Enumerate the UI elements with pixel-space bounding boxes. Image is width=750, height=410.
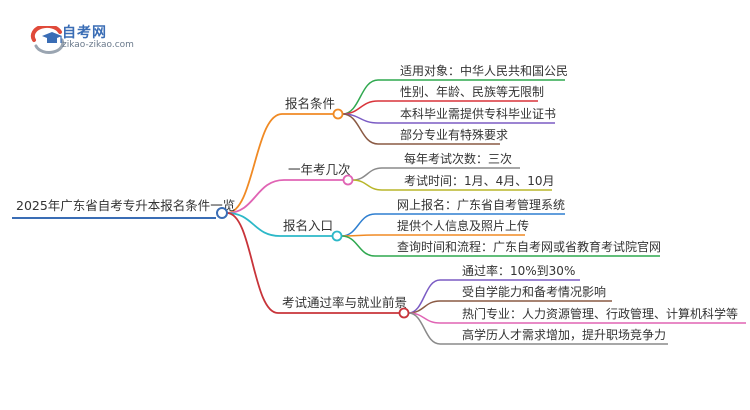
leaf-connector xyxy=(342,79,379,115)
leaf-label: 查询时间和流程：广东自考网或省教育考试院官网 xyxy=(397,239,661,254)
branch-label: 考试通过率与就业前景 xyxy=(282,295,407,310)
leaf-label: 受自学能力和备考情况影响 xyxy=(462,284,606,299)
leaf-label: 性别、年龄、民族等无限制 xyxy=(400,85,544,99)
leaf-connector xyxy=(341,235,376,257)
branch-label: 一年考几次 xyxy=(288,162,351,177)
branch-connector xyxy=(226,179,285,214)
leaf-label: 适用对象：中华人民共和国公民 xyxy=(400,63,568,78)
branch-node-toggle[interactable] xyxy=(332,108,344,120)
root-node-toggle[interactable] xyxy=(216,207,228,219)
branch-node-toggle[interactable] xyxy=(342,174,354,186)
leaf-label: 提供个人信息及照片上传 xyxy=(397,218,529,233)
leaf-label: 网上报名：广东省自考管理系统 xyxy=(397,197,565,212)
branch-node-toggle[interactable] xyxy=(331,230,343,242)
leaf-label: 考试时间：1月、4月、10月 xyxy=(404,173,555,188)
leaf-label: 热门专业：人力资源管理、行政管理、计算机科学等 xyxy=(462,306,738,321)
leaf-label: 每年考试次数：三次 xyxy=(404,151,512,166)
leaf-connector xyxy=(408,312,441,345)
logo-url: zikao-zikao.com xyxy=(62,40,134,50)
leaf-label: 通过率：10%到30% xyxy=(462,263,575,278)
root-node-label: 2025年广东省自考专升本报名条件一览 xyxy=(16,198,235,213)
branch-connector xyxy=(226,212,279,314)
logo-title: 自考网 xyxy=(62,25,107,41)
leaf-label: 高学历人才需求增加，提升职场竞争力 xyxy=(462,327,666,342)
leaf-label: 部分专业有特殊要求 xyxy=(400,127,508,142)
leaf-connector xyxy=(342,113,379,145)
branch-connector xyxy=(226,113,283,214)
leaf-connector xyxy=(352,179,383,191)
leaf-connector xyxy=(408,279,441,314)
site-logo[interactable] xyxy=(22,16,182,56)
leaf-label: 本科毕业需提供专科毕业证书 xyxy=(400,106,556,121)
leaf-connector xyxy=(352,167,383,181)
graduation-cap-icon xyxy=(30,26,65,54)
branch-node-toggle[interactable] xyxy=(398,307,410,319)
branch-connector xyxy=(226,212,281,237)
branch-label: 报名入口 xyxy=(283,218,333,233)
leaf-connector xyxy=(341,213,376,237)
branch-label: 报名条件 xyxy=(285,96,335,111)
